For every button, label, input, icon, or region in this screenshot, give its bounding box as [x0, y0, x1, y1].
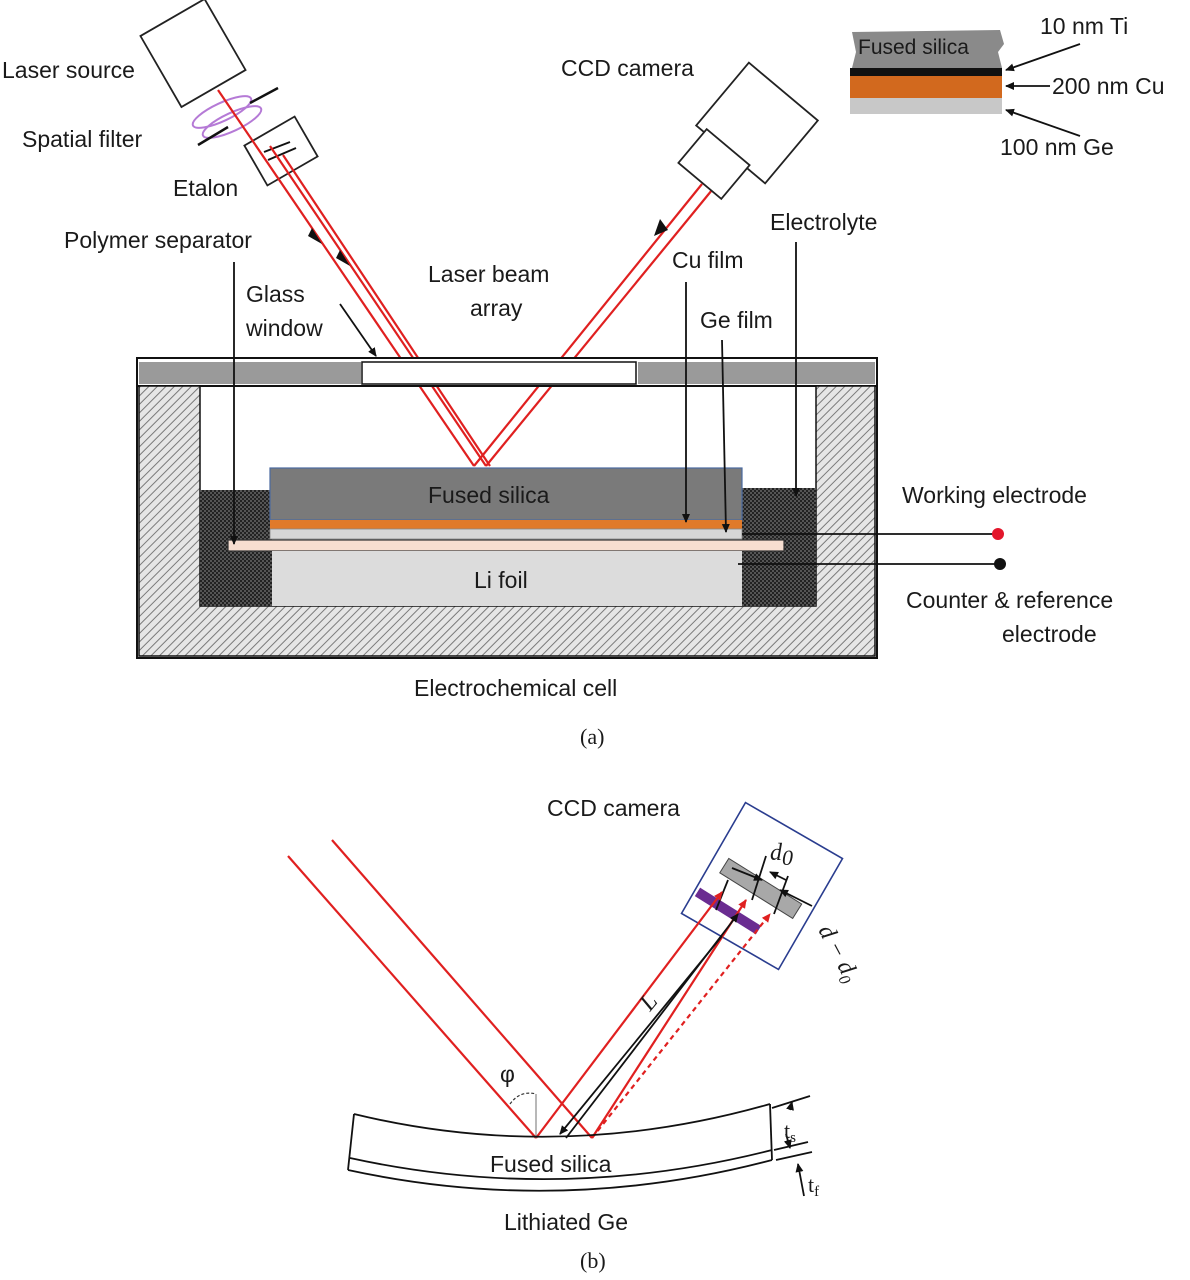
- electrolyte-label: Electrolyte: [770, 209, 877, 235]
- ge-film: [269, 528, 743, 540]
- inset-ti-label: 10 nm Ti: [1040, 13, 1128, 39]
- polymer-separator-label: Polymer separator: [64, 227, 252, 253]
- incident-beams: [217, 89, 491, 467]
- working-electrode-terminal: [992, 528, 1004, 540]
- caption-a: (a): [580, 724, 604, 749]
- tf-symbol: t: [808, 1172, 814, 1197]
- fused-silica-a: [269, 467, 743, 521]
- glass-window: [361, 361, 637, 385]
- reflected-beams: [473, 183, 713, 467]
- tf-subscript: f: [814, 1184, 819, 1200]
- laser-source-label: Laser source: [2, 57, 135, 83]
- curved-substrate: [347, 1103, 773, 1192]
- tf-label: tf: [808, 1172, 819, 1200]
- phi-label: φ: [500, 1061, 515, 1087]
- caption-b: (b): [580, 1248, 606, 1273]
- ts-label: ts: [784, 1118, 796, 1146]
- ccd-camera-label-b: CCD camera: [547, 795, 680, 821]
- li-foil: [272, 551, 742, 606]
- laser-beam-array-label-2: array: [470, 295, 523, 321]
- electrode-leads: [738, 528, 1006, 570]
- ge-layer: [850, 98, 1002, 114]
- ge-film-label: Ge film: [700, 307, 773, 333]
- ccd-camera-b: [680, 801, 844, 971]
- polymer-separator: [227, 539, 785, 552]
- li-foil-label: Li foil: [474, 567, 528, 593]
- laser-source-device: [139, 0, 247, 109]
- working-electrode-label: Working electrode: [902, 482, 1087, 508]
- layer-stack-inset: Fused silica 10 nm Ti 200 nm Cu 100 nm G…: [850, 13, 1165, 160]
- electrochemical-cell-label: Electrochemical cell: [414, 675, 617, 701]
- cu-layer: [850, 76, 1002, 98]
- fused-silica-label-a: Fused silica: [428, 482, 550, 508]
- inset-ge-label: 100 nm Ge: [1000, 134, 1114, 160]
- counter-electrode-terminal: [994, 558, 1006, 570]
- d-minus-d0-label: d − d0: [810, 921, 864, 988]
- glass-window-label-2: window: [245, 315, 323, 341]
- electrochemical-cell: Fused silica Li foil: [136, 357, 878, 659]
- ccd-camera-a: [677, 61, 820, 201]
- panel-a: Laser source Spatial filter Etalon: [2, 0, 1165, 749]
- ti-layer: [850, 68, 1002, 76]
- etalon-label: Etalon: [173, 175, 238, 201]
- laser-beam-array-label-1: Laser beam: [428, 261, 549, 287]
- etalon: [243, 115, 319, 187]
- d0-label: d0: [770, 840, 793, 870]
- lithiated-ge-label: Lithiated Ge: [504, 1209, 628, 1235]
- fused-silica-label-b: Fused silica: [490, 1151, 612, 1177]
- counter-electrode-label-1: Counter & reference: [906, 587, 1113, 613]
- ts-subscript: s: [790, 1130, 796, 1146]
- d0-subscript: 0: [782, 845, 793, 870]
- spatial-filter: [191, 86, 279, 147]
- counter-electrode-label-2: electrode: [1002, 621, 1097, 647]
- d0-symbol: d: [770, 840, 783, 866]
- panel-b: CCD camera d0 d − d0 L φ: [287, 795, 864, 1273]
- glass-window-label-1: Glass: [246, 281, 305, 307]
- inset-cu-label: 200 nm Cu: [1052, 73, 1165, 99]
- d-minus-d0-expr: d − d: [813, 921, 861, 980]
- cu-film-label: Cu film: [672, 247, 744, 273]
- cu-film: [270, 520, 742, 529]
- optical-filter: [694, 887, 762, 935]
- ccd-camera-label-a: CCD camera: [561, 55, 694, 81]
- inset-fused-silica-label: Fused silica: [858, 36, 969, 59]
- ccd-sensor: [719, 857, 803, 920]
- ts-symbol: t: [784, 1118, 790, 1143]
- spatial-filter-label: Spatial filter: [22, 126, 143, 152]
